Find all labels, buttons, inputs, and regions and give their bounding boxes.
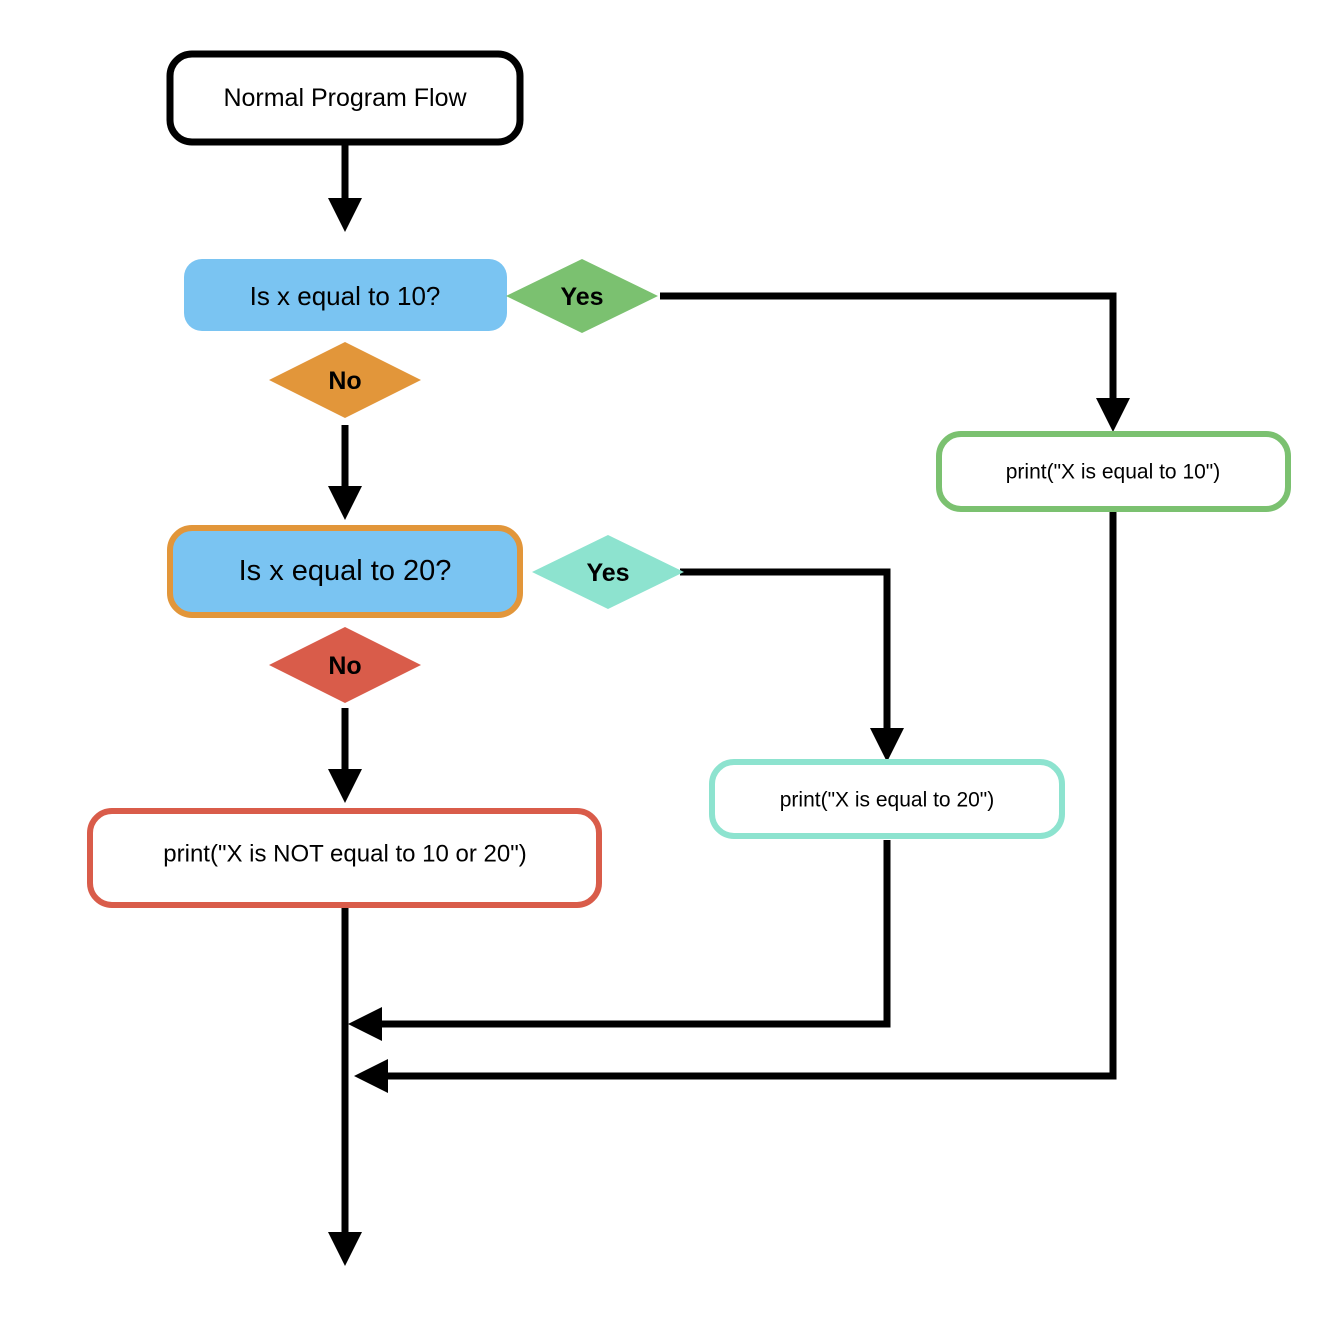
print-x-not-equal: print("X is NOT equal to 10 or 20"): [87, 808, 602, 908]
arrowhead-print-10-merge: [354, 1059, 388, 1093]
decision-x-equals-20: Is x equal to 20?: [167, 525, 523, 618]
no-branch-10-label: No: [328, 367, 361, 395]
print-x-equals-10: print("X is equal to 10"): [936, 431, 1291, 512]
yes-branch-20-label: Yes: [586, 559, 629, 587]
arrowhead-print-20-merge: [348, 1007, 382, 1041]
no-branch-10: No: [269, 342, 421, 418]
decision-x-equals-10: Is x equal to 10?: [184, 259, 507, 331]
arrowhead-to-print-20: [870, 728, 904, 762]
start-node-label: Normal Program Flow: [223, 84, 467, 112]
yes-branch-20: Yes: [532, 535, 684, 609]
print-x-equals-20-label: print("X is equal to 20"): [780, 789, 995, 812]
arrowhead-to-decision-20: [328, 486, 362, 520]
connector-print-20-to-main: [380, 840, 891, 1028]
start-node: Normal Program Flow: [166, 50, 524, 146]
arrowheads: [328, 198, 1130, 1266]
arrowhead-to-print-else: [328, 769, 362, 803]
connector-yes-10-to-print-10: [660, 292, 1117, 400]
print-x-equals-10-label: print("X is equal to 10"): [1006, 461, 1221, 484]
no-branch-20-label: No: [328, 652, 361, 680]
decision-x-equals-20-label: Is x equal to 20?: [239, 555, 452, 587]
decision-x-equals-10-label: Is x equal to 10?: [250, 281, 441, 311]
connector-print-10-to-main: [386, 512, 1117, 1080]
arrowhead-to-decision-10: [328, 198, 362, 232]
connector-yes-20-to-print-20: [680, 568, 891, 730]
yes-branch-10-label: Yes: [560, 283, 603, 311]
arrowhead-to-print-10: [1096, 398, 1130, 432]
connectors: [341, 142, 1117, 1236]
print-x-equals-20: print("X is equal to 20"): [709, 759, 1065, 839]
no-branch-20: No: [269, 627, 421, 703]
yes-branch-10: Yes: [506, 259, 658, 333]
arrowhead-exit: [328, 1232, 362, 1266]
print-x-not-equal-label: print("X is NOT equal to 10 or 20"): [163, 841, 526, 868]
